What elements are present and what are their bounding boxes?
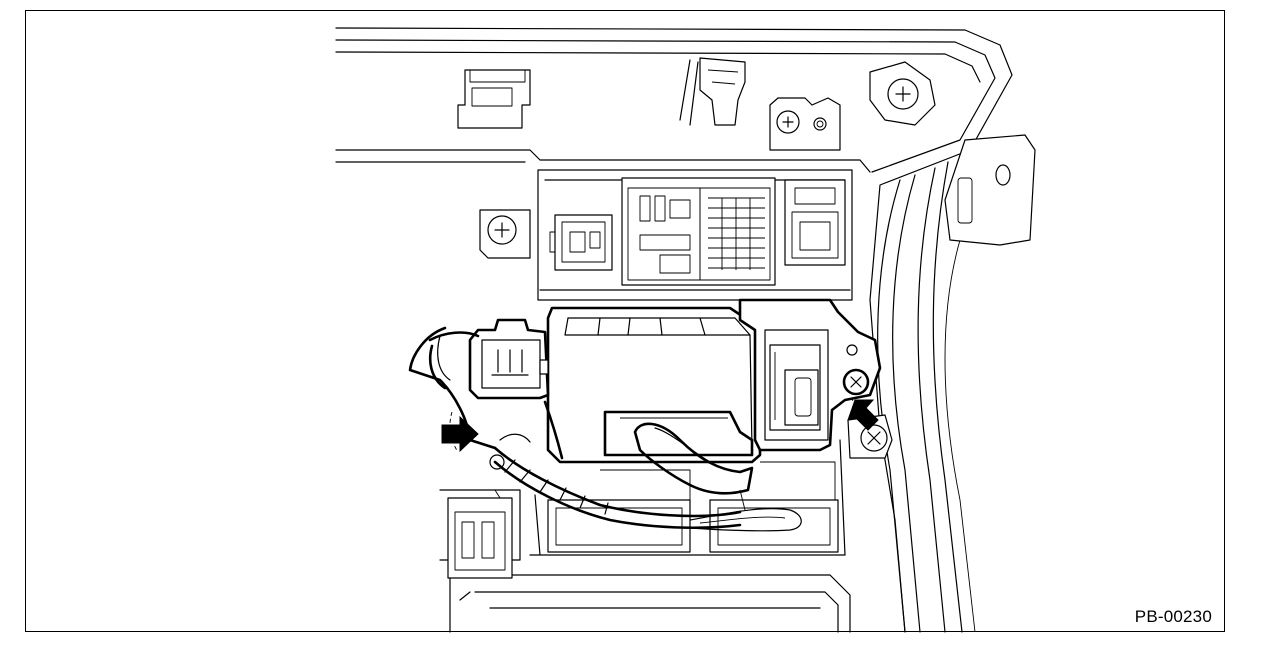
lower-connectors-row <box>547 461 839 553</box>
screw-top-right <box>869 61 936 126</box>
screw-lower-right <box>847 414 893 459</box>
top-clip-center <box>679 57 746 126</box>
bracket-right-tab <box>944 134 1036 246</box>
connector-small-left <box>549 214 613 271</box>
release-path-left <box>449 411 459 453</box>
wire-harness <box>408 326 802 532</box>
lower-connector-left <box>447 489 513 579</box>
control-module <box>546 306 762 464</box>
screw-left <box>479 209 531 259</box>
top-clip-left <box>457 69 531 129</box>
module-connector-right <box>738 298 882 452</box>
bracket-top <box>769 97 841 151</box>
connector-large-center <box>621 177 776 286</box>
module-connector-left <box>468 318 550 400</box>
arrow-right-icon <box>441 415 479 453</box>
connector-right-upper <box>784 179 846 266</box>
arrow-up-left-icon <box>847 399 879 431</box>
figure-id-label: PB-00230 <box>1134 607 1212 626</box>
base-frame <box>439 439 851 633</box>
